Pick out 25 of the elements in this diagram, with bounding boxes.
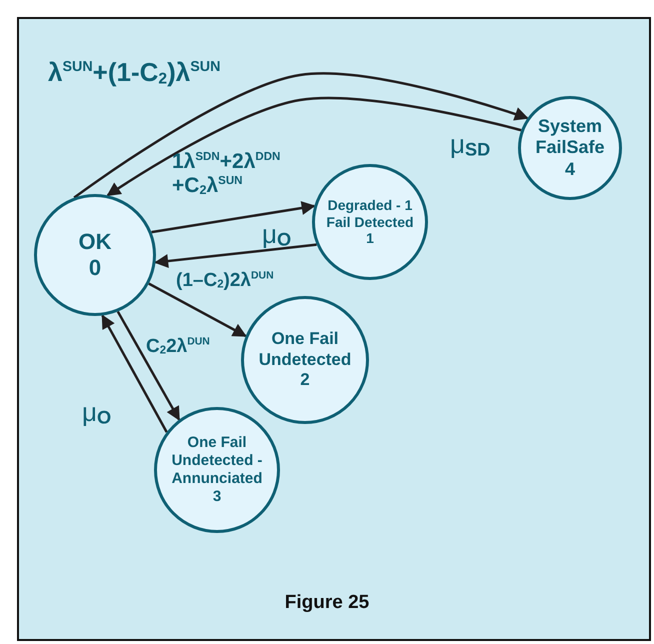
state-name: One Fail Undetected - Annunciated [170, 434, 264, 488]
edge-label: λ$^{SUN}$+(1-C$_{2}$)λ$^{SUN}$ [48, 58, 220, 88]
arrow [148, 282, 247, 338]
state-name: OK [78, 228, 112, 255]
state-number: 2 [300, 370, 310, 391]
arrow [101, 314, 168, 433]
arrow [73, 72, 529, 199]
arrow [116, 310, 180, 421]
state-number: 0 [88, 255, 102, 282]
state-number: 3 [212, 488, 222, 506]
state-number: 4 [564, 158, 575, 180]
arrow [151, 201, 316, 234]
edge-label: μ$_{SD}$ [450, 130, 490, 161]
state-name: One Fail Undetected [258, 329, 352, 370]
edge-label: μ$_{O}$ [262, 220, 292, 251]
state-number: 1 [366, 230, 374, 248]
state-name: Degraded - 1 Fail Detected [325, 196, 415, 230]
arrow [154, 243, 317, 268]
edge-label: μ$_{O}$ [82, 398, 112, 429]
edge-label: C$_{2}$2λ$^{DUN}$ [146, 336, 210, 358]
edge-label: (1–C$_{2}$)2λ$^{DUN}$ [176, 270, 274, 292]
state-name: System FailSafe [534, 116, 606, 159]
arrow [106, 96, 522, 196]
figure-caption: Figure 25 [284, 592, 370, 613]
edge-label: 1λ$^{SDN}$+2λ$^{DDN}$ +C$_{2}$λ$^{SUN}$ [172, 150, 282, 198]
